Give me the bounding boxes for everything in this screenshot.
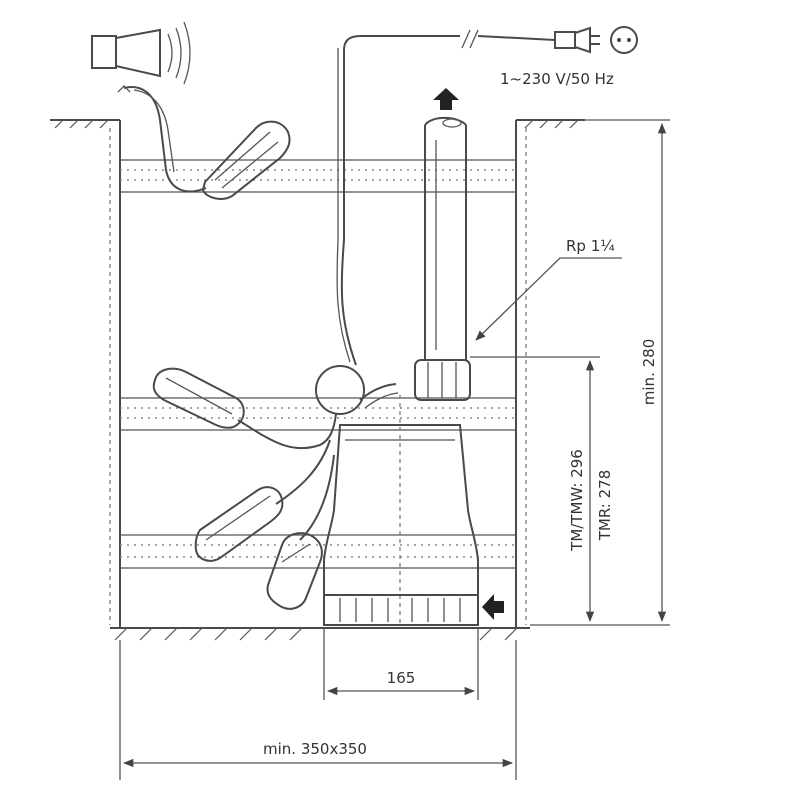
power-cable	[336, 29, 556, 366]
power-plug-icon	[554, 26, 600, 54]
float-switch-upper	[152, 367, 245, 429]
power-label: 1~230 V/50 Hz	[500, 70, 614, 88]
dimension-tmr-label: TMR: 278	[596, 470, 614, 542]
power-socket-icon	[610, 26, 638, 54]
flow-in-arrow-icon	[482, 594, 504, 620]
water-level-top	[120, 159, 516, 193]
dimension-pit-width-label: min. 350x350	[263, 740, 367, 758]
thread-label: Rp 1¼	[566, 237, 615, 255]
alarm-cable	[123, 86, 207, 193]
pump-body	[323, 395, 479, 626]
float-switch-middle	[194, 486, 284, 562]
threaded-connection	[414, 359, 471, 401]
alarm-horn-icon	[91, 21, 191, 93]
dimension-min-height-label: min. 280	[640, 339, 658, 405]
dimension-tm-label: TM/TMW: 296	[568, 449, 586, 552]
ground-right	[516, 119, 585, 129]
dimension-pump-width-label: 165	[387, 669, 416, 687]
dimension-pit-width	[119, 640, 517, 780]
pit-floor	[110, 627, 530, 641]
alarm-float-switch	[201, 120, 291, 200]
float-cables	[237, 413, 337, 541]
ground-left	[50, 119, 120, 129]
pump-handle	[315, 365, 399, 415]
thread-leader	[475, 257, 622, 341]
pit-wall-left	[109, 120, 121, 628]
discharge-pipe	[424, 116, 467, 360]
dimension-pump-height	[470, 356, 600, 623]
dimension-min-height	[530, 119, 670, 626]
dimension-pump-width	[323, 628, 479, 700]
flow-up-arrow-icon	[433, 88, 459, 110]
pit-wall-right	[515, 120, 527, 628]
water-level-bottom	[120, 534, 516, 569]
float-switch-lower	[266, 532, 323, 610]
